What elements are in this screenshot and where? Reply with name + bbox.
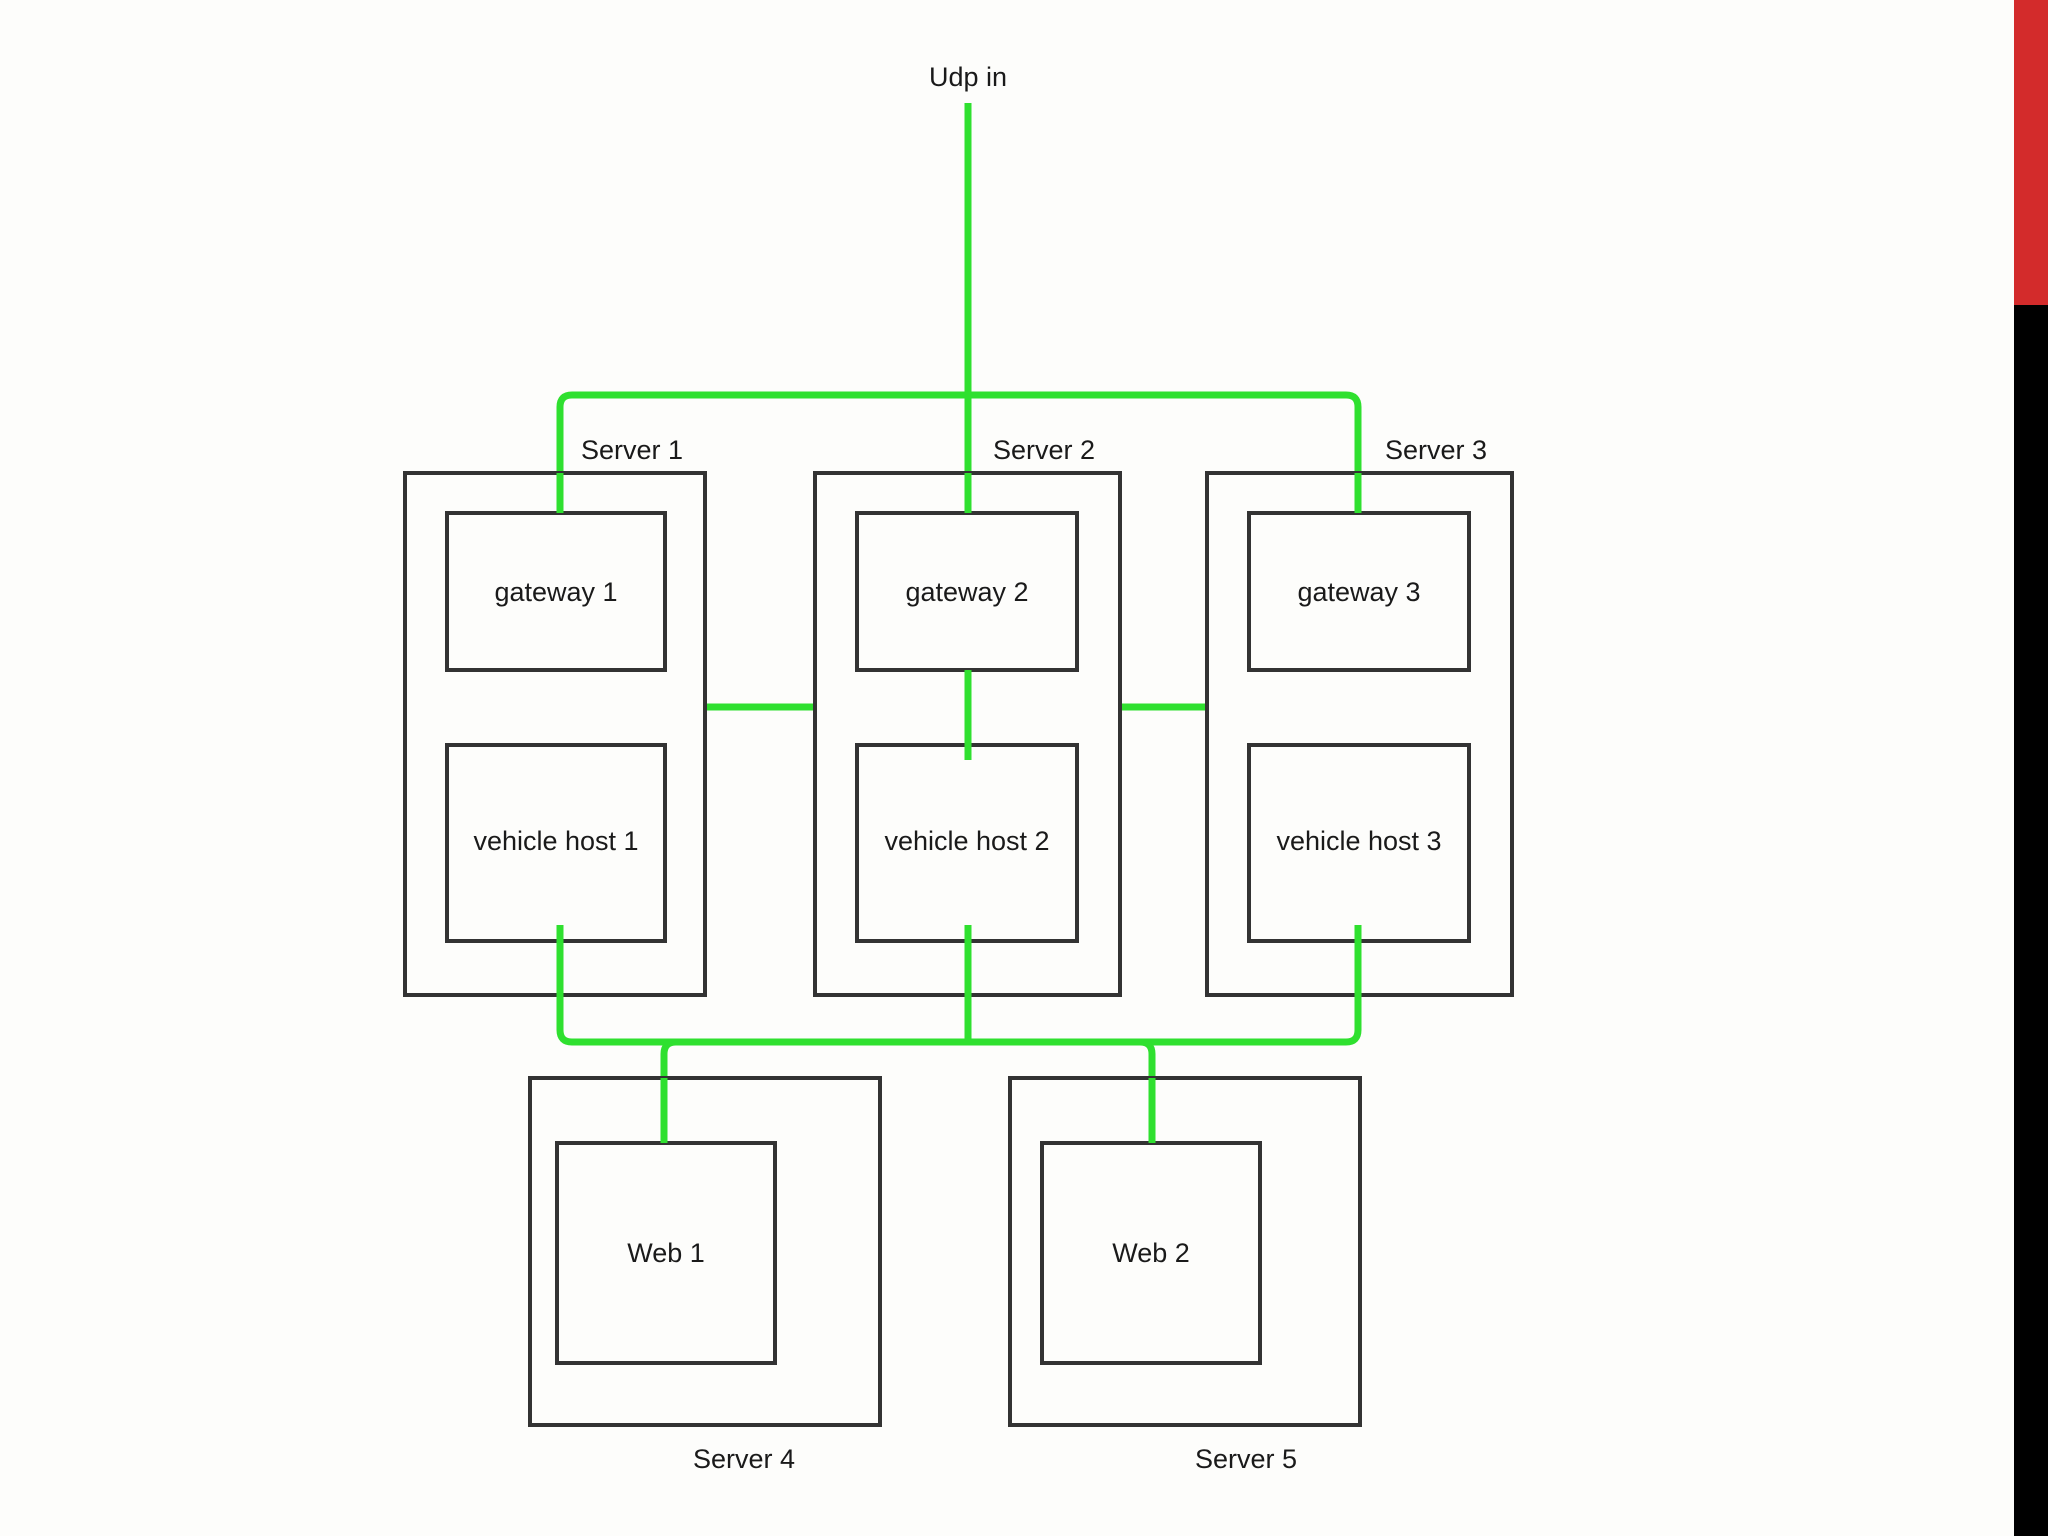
group-label-server3: Server 3 bbox=[1385, 435, 1487, 465]
group-server3[interactable]: Server 3 gateway 3 vehicle host 3 bbox=[1205, 435, 1514, 997]
node-label-web1: Web 1 bbox=[627, 1238, 705, 1268]
node-label-vehiclehost2: vehicle host 2 bbox=[884, 826, 1049, 856]
node-box-web1[interactable] bbox=[555, 1141, 777, 1365]
group-server5[interactable]: Web 2 Server 5 bbox=[1008, 1076, 1362, 1474]
group-server4[interactable]: Web 1 Server 4 bbox=[528, 1076, 882, 1474]
node-box-gateway3[interactable] bbox=[1247, 511, 1471, 672]
node-box-vehiclehost1[interactable] bbox=[445, 743, 667, 943]
node-box-vehiclehost3[interactable] bbox=[1247, 743, 1471, 943]
node-label-web2: Web 2 bbox=[1112, 1238, 1190, 1268]
node-box-web2[interactable] bbox=[1040, 1141, 1262, 1365]
node-box-gateway1[interactable] bbox=[445, 511, 667, 672]
group-label-server2: Server 2 bbox=[993, 435, 1095, 465]
wire-top-bus bbox=[556, 391, 1362, 512]
wire-to-web1 bbox=[660, 1038, 677, 1143]
group-server1[interactable]: Server 1 gateway 1 vehicle host 1 bbox=[403, 435, 707, 997]
edge-strip-red-segment bbox=[2014, 0, 2048, 305]
node-label-gateway1: gateway 1 bbox=[494, 577, 617, 607]
wire-bottom-bus bbox=[556, 940, 1362, 1046]
node-box-gateway2[interactable] bbox=[855, 511, 1079, 672]
group-label-server1: Server 1 bbox=[581, 435, 683, 465]
group-label-server5: Server 5 bbox=[1195, 1444, 1297, 1474]
node-label-vehiclehost1: vehicle host 1 bbox=[473, 826, 638, 856]
right-edge-strip bbox=[2014, 0, 2048, 1536]
source-label: Udp in bbox=[929, 62, 1007, 92]
group-label-server4: Server 4 bbox=[693, 1444, 795, 1474]
wire-overlays bbox=[556, 473, 1362, 1143]
node-label-gateway2: gateway 2 bbox=[905, 577, 1028, 607]
edge-strip-black-segment bbox=[2014, 305, 2048, 1536]
wire-to-web2 bbox=[1139, 1038, 1156, 1143]
node-label-gateway3: gateway 3 bbox=[1297, 577, 1420, 607]
node-label-vehiclehost3: vehicle host 3 bbox=[1276, 826, 1441, 856]
